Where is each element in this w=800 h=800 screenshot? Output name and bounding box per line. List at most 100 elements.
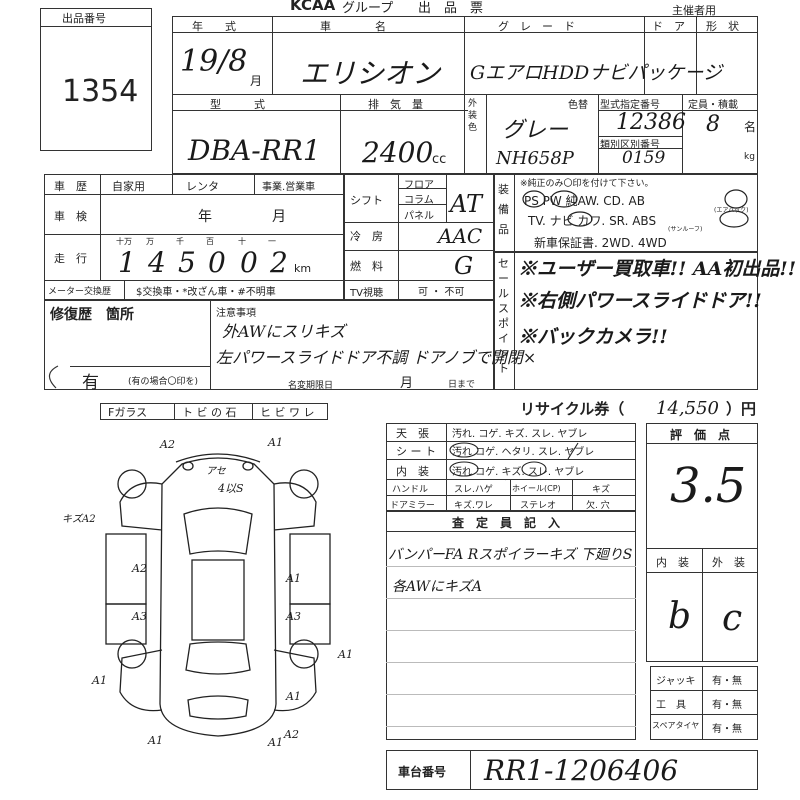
mirror-label: ドアミラー [390,501,435,511]
chassis-box [386,750,758,790]
class-label: 類別区別番号 [600,140,660,151]
damage-mark: A3 [286,610,301,623]
damage-mark: A1 [148,734,163,747]
inspector-line2: 各AWにキズA [392,579,483,595]
grade-value: GエアロHDDナビパッケージ [470,62,722,84]
inspector-ruled-line [386,694,636,695]
name-change-day: 日まで [448,380,476,390]
tv-options: 可 ・ 不可 [418,287,465,298]
inspector-label: 査 定 員 記 入 [452,516,561,530]
capacity-value: 8 [706,112,720,137]
shift-panel: パネル [404,211,434,222]
damage-mark: A2 [284,728,299,741]
exterior-score-label: 外 装 [712,556,745,569]
recycle-label: リサイクル券（ [520,400,625,418]
fuel-label: 燃 料 [350,260,383,273]
chassis-label: 車台番号 [398,765,447,779]
displacement-unit: cc [432,152,447,167]
glass-box [100,403,328,420]
class-value: 0159 [622,148,666,168]
interior-score-value: b [668,596,692,637]
tool-options: 有・無 [712,700,742,711]
score-value: 3.5 [670,458,747,514]
history-opt-private: 自家用 [112,180,145,193]
year-label: 年 式 [192,20,236,33]
meter-change-label: メーター交換歴 [48,287,112,297]
repair-note: (有の場合〇印を) [128,377,199,387]
tool-options: 有・無 [712,676,742,687]
sales-point-box [494,252,758,390]
inspector-ruled-line [386,598,636,599]
interior-row-options: 汚れ. コゲ. キズ. スレ. ヤブレ [452,429,588,440]
tool-options: 有・無 [712,724,742,735]
mileage-digit-label: 万 [146,237,154,246]
mileage-digit-label: 千 [176,237,184,246]
group-label: グループ [342,1,394,16]
interior-row-label: 天 張 [396,427,429,440]
wheel-option: キズ [592,485,611,495]
shift-column: コラム [404,195,434,206]
stereo-label: ステレオ [520,501,557,511]
notes-label: 注意事項 [216,308,256,319]
doc-title: 出 品 票 [418,1,484,16]
mileage-digit: 5 [178,246,196,279]
sales-point-item3: ※バックカメラ!! [518,326,668,348]
exterior-score-value: c [722,598,743,639]
load-unit: kg [744,152,755,162]
interior-table [386,423,636,511]
equipment-label: 装備品 [498,183,509,236]
history-opt-rental: レンタ [186,180,219,193]
damage-mark: 4以S [218,482,244,495]
damage-mark: A1 [338,648,353,661]
equipment-line3: 新車保証書. 2WD. 4WD [534,236,667,250]
ac-value: AAC [438,224,483,248]
lot-label: 出品番号 [62,12,106,25]
interior-marks [449,442,579,481]
mileage-label: 走 行 [54,252,87,265]
tool-label: ジャッキ [656,676,696,687]
damage-mark: A1 [286,572,301,585]
mileage-digit: 4 [148,246,166,279]
damage-mark: A1 [286,690,301,703]
model-spec-value: 12386 [616,110,686,135]
recycle-unit: ）円 [726,400,757,418]
glass-opt-crack: ヒ ビ ワ レ [260,406,315,419]
name-change-label: 名変期限日 [288,381,334,391]
year-value: 19/8 [180,44,248,79]
tool-label: 工 具 [656,700,686,711]
handle-label: ハンドル [392,485,429,495]
tools-box [650,666,758,740]
damage-mark: A2 [132,562,147,575]
history-label: 車 歴 [54,180,87,193]
mileage-digit: 0 [240,246,258,279]
inspection-year-unit: 年 [198,209,212,225]
inspector-box [386,511,636,740]
mirror-options: キズ.ワレ [454,501,493,511]
year-month-unit: 月 [250,74,263,88]
color-swap-label: 色替 [568,100,588,111]
name-label: 車 名 [320,20,386,33]
shift-label: シフト [350,194,383,207]
capacity-unit: 名 [744,120,757,134]
ext-color-label: 外装色 [468,99,478,133]
model-label: 型 式 [210,98,265,111]
mileage-digit: 1 [118,246,136,279]
inspector-ruled-line [386,566,636,567]
capacity-label: 定員・積載 [688,100,738,111]
tv-label: TV視聴 [350,288,383,299]
name-change-month: 月 [400,376,414,391]
sunroof-note: (サンルーフ) [668,226,703,233]
damage-mark: アセ [206,466,226,477]
history-table [44,174,344,300]
shift-value: AT [450,190,483,218]
equipment-note: ※純正のみ〇印を付けて下さい。 [520,179,654,189]
inspector-ruled-line [386,630,636,631]
notes-line2: 左パワースライドドア不調 ドアノブで開閉× [216,348,537,367]
interior-row-label: シ ー ト [396,445,436,458]
lot-box [40,8,152,151]
interior-score-label: 内 装 [656,556,689,569]
shape-label: 形 状 [706,20,739,33]
wheel-label: ホイール(CP) [512,484,561,493]
mileage-digit: 0 [208,246,226,279]
org-name: KCAA [290,0,336,14]
